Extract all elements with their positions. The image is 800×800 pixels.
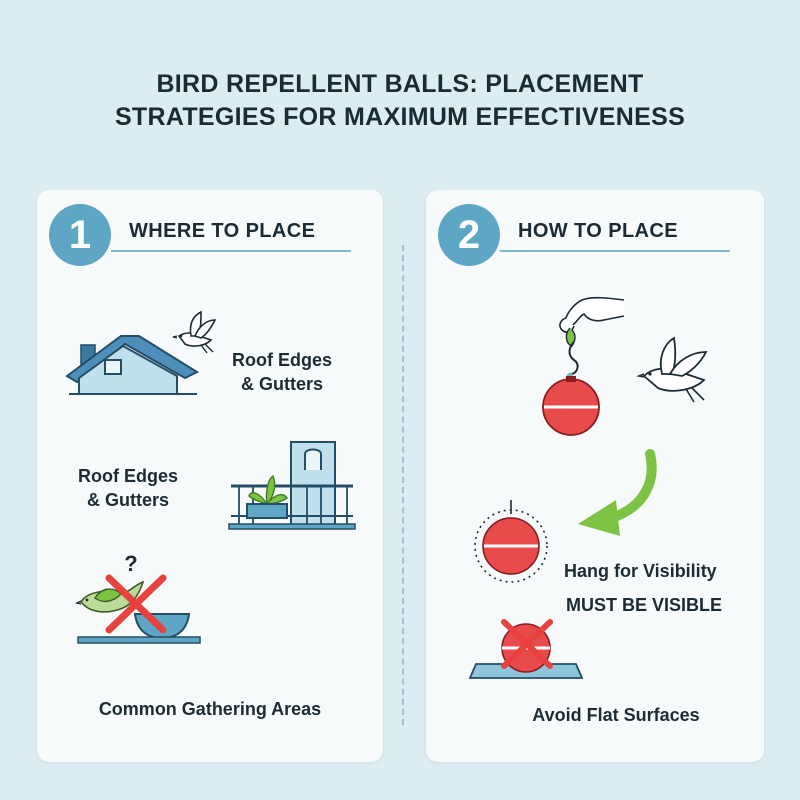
balcony-label: Roof Edges & Gutters <box>73 464 183 512</box>
plant-icon <box>246 475 288 519</box>
title-line-1: BIRD REPELLENT BALLS: PLACEMENT <box>156 70 644 98</box>
where-to-place-card: 1 WHERE TO PLACE Roof Edges & Gutters Ro… <box>37 190 383 762</box>
heading-underline <box>111 250 351 252</box>
dove-icon <box>636 336 708 403</box>
card-heading: WHERE TO PLACE <box>129 220 316 242</box>
balcony-label-line-2: & Gutters <box>86 490 169 510</box>
hang-label: Hang for Visibility <box>564 561 717 581</box>
roof-edges-label: Roof Edges & Gutters <box>227 348 337 396</box>
title-line-2: STRATEGIES FOR MAXIMUM EFFECTIVENESS <box>114 103 686 131</box>
center-divider <box>402 245 404 725</box>
how-to-place-card: 2 HOW TO PLACE Hang for Visibility MUST <box>426 190 764 762</box>
roof-edges-label-line-2: & Gutters <box>240 374 323 394</box>
house-icon <box>65 335 200 395</box>
balcony-icon <box>228 441 356 530</box>
heading-underline <box>500 250 730 252</box>
roof-edges-label-line-1: Roof Edges <box>231 350 332 370</box>
cross-icon <box>105 574 167 634</box>
hand-icon <box>559 296 625 347</box>
dove-icon <box>172 310 217 354</box>
ledge-icon <box>77 636 201 644</box>
cross-icon <box>501 619 553 669</box>
balcony-label-line-1: Roof Edges <box>77 466 178 486</box>
visible-label: MUST BE VISIBLE <box>566 595 723 615</box>
page-title: BIRD REPELLENT BALLS: PLACEMENT STRATEGI… <box>0 68 800 134</box>
avoid-label: Avoid Flat Surfaces <box>532 705 700 725</box>
question-mark: ? <box>124 551 138 576</box>
gathering-areas-label: Common Gathering Areas <box>98 699 322 719</box>
curved-arrow-icon <box>578 449 657 536</box>
step-number-badge: 2 <box>438 204 500 266</box>
step-number-badge: 1 <box>49 204 111 266</box>
repellent-ball-icon <box>542 341 600 436</box>
visibility-ball-icon <box>474 500 548 583</box>
card-heading: HOW TO PLACE <box>518 220 678 242</box>
